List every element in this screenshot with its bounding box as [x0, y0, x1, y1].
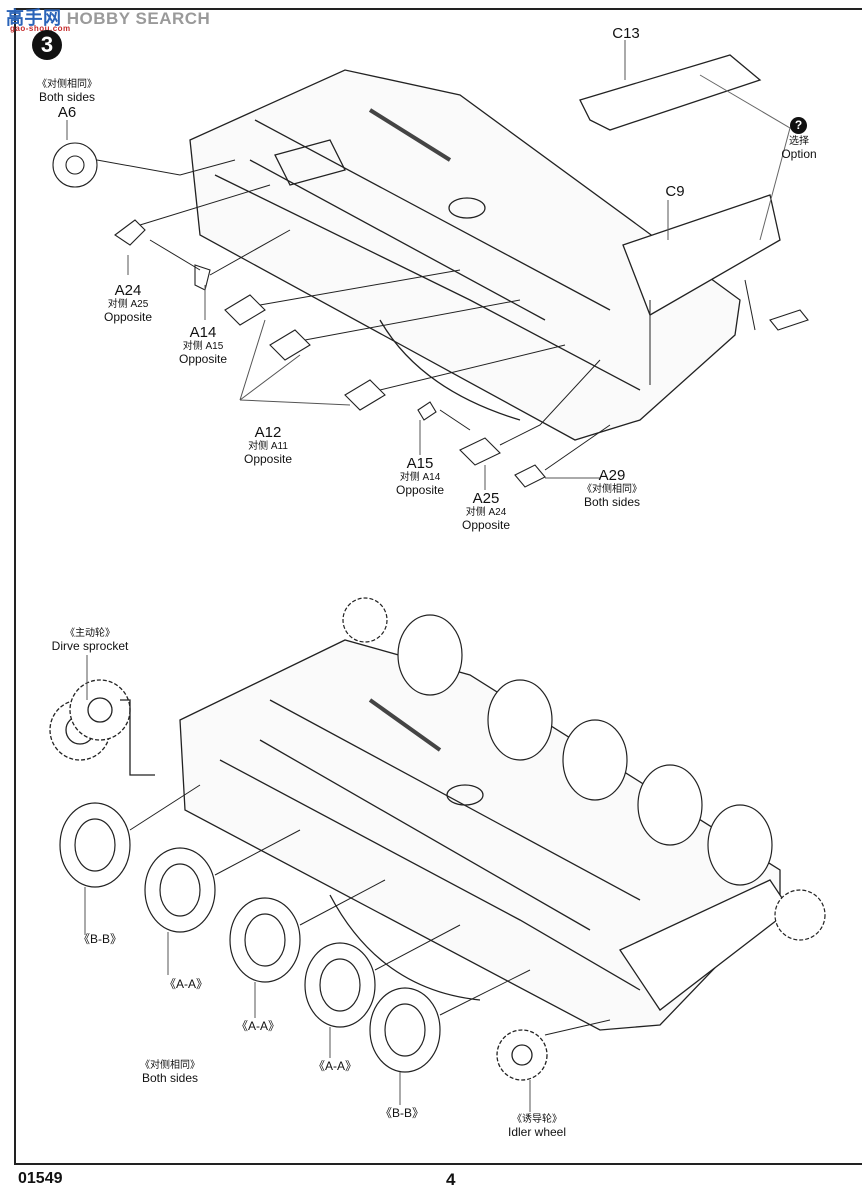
label-option: 选择 Option [781, 136, 817, 161]
label-part-a29: A29 《对侧相同》 Both sides [582, 467, 642, 509]
label-part-c13: C13 [612, 25, 640, 42]
page-number: 4 [446, 1170, 456, 1189]
drive-sprocket-drawing [49, 679, 155, 776]
label-wheel-a-a-2: 《A-A》 [235, 1019, 281, 1033]
step-number-badge: 3 [32, 30, 62, 60]
part-a29 [514, 464, 546, 488]
label-part-a12: A12 对侧 A11 Opposite [243, 424, 293, 466]
option-icon: ? [790, 117, 807, 134]
label-part-a15: A15 对侧 A14 Opposite [395, 455, 445, 497]
part-a12-1 [224, 294, 266, 326]
part-a12-3 [344, 379, 386, 411]
label-wheel-a-a-1: 《A-A》 [163, 977, 209, 991]
upper-hull-drawing [52, 40, 809, 490]
label-both-sides: 《对侧相同》 Both sides [140, 1060, 200, 1085]
label-part-a6: 《对侧相同》 Both sides A6 [37, 79, 97, 122]
road-wheels-right [342, 597, 826, 941]
label-part-a24: A24 对侧 A25 Opposite [103, 282, 153, 324]
kit-code: 01549 [18, 1170, 63, 1187]
part-c13-plate [579, 54, 762, 131]
road-wheels-left [59, 802, 441, 1073]
label-idler-wheel: 《诱导轮》 Idler wheel [507, 1114, 567, 1139]
part-a12-2 [269, 329, 311, 361]
part-c9-plate [622, 194, 781, 316]
part-a15 [417, 401, 437, 421]
label-wheel-b-b-2: 《B-B》 [379, 1106, 425, 1120]
watermark-logo: 高手网 HOBBY SEARCH gao-shou.com [6, 8, 211, 33]
part-a25 [459, 437, 501, 466]
label-wheel-a-a-3: 《A-A》 [312, 1059, 358, 1073]
label-part-a25: A25 对侧 A24 Opposite [461, 490, 511, 532]
label-part-c9: C9 [665, 183, 685, 200]
label-drive-sprocket: 《主动轮》 Dirve sprocket [51, 628, 129, 653]
lower-hull-drawing [49, 597, 826, 1112]
label-wheel-b-b-1: 《B-B》 [77, 932, 123, 946]
part-a6 [52, 142, 98, 188]
label-part-a14: A14 对侧 A15 Opposite [178, 324, 228, 366]
idler-wheel-drawing [496, 1029, 548, 1081]
part-a24 [114, 219, 146, 246]
